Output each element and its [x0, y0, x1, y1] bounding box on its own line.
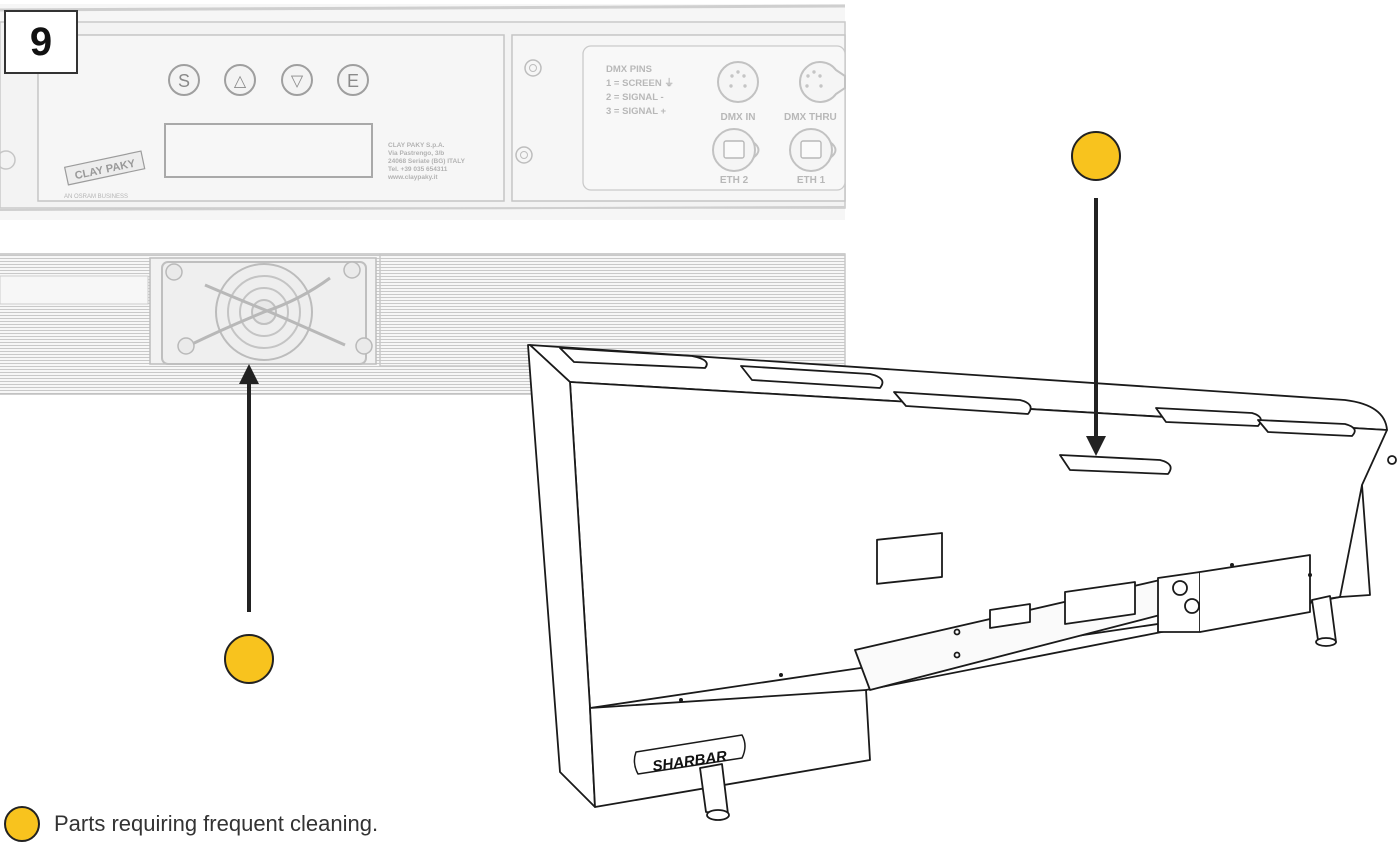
svg-text:www.claypaky.it: www.claypaky.it [387, 174, 438, 181]
svg-text:DMX IN: DMX IN [721, 112, 756, 123]
control-panel-detail: S △ ▽ E CLAY PAKY AN OSRAM BUSINESS CLAY… [0, 4, 846, 220]
panel-button-s[interactable]: S [168, 64, 200, 96]
cooling-fan [149, 257, 377, 365]
eth2-connector[interactable]: ETH 2 [712, 128, 760, 186]
panel-button-down[interactable]: ▽ [281, 64, 313, 96]
svg-text:E: E [347, 71, 359, 91]
svg-text:Via Pastrengo, 3/b: Via Pastrengo, 3/b [388, 150, 444, 157]
dmx-pins-legend: DMX PINS 1 = SCREEN ⏚ 2 = SIGNAL - 3 = S… [606, 64, 674, 117]
sharbar-fixture [527, 344, 1397, 821]
svg-text:DMX THRU: DMX THRU [784, 112, 837, 123]
screw-icon [524, 59, 542, 77]
panel-button-up[interactable]: △ [224, 64, 256, 96]
screw-icon [515, 146, 533, 164]
eth1-connector[interactable]: ETH 1 [789, 128, 837, 186]
arrow-down-icon [1086, 436, 1106, 456]
legend: Parts requiring frequent cleaning. [0, 804, 378, 844]
callout-lens [1071, 131, 1121, 456]
svg-text:ETH 1: ETH 1 [797, 175, 826, 186]
svg-text:2 = SIGNAL -: 2 = SIGNAL - [606, 92, 664, 103]
dmx-in-connector[interactable]: DMX IN [717, 61, 759, 123]
arrow-up-icon [239, 364, 259, 384]
svg-text:24068 Seriate (BG) ITALY: 24068 Seriate (BG) ITALY [388, 158, 466, 165]
legend-text: Parts requiring frequent cleaning. [54, 811, 379, 836]
svg-text:DMX PINS: DMX PINS [606, 64, 652, 75]
dmx-thru-connector[interactable]: DMX THRU [784, 61, 846, 123]
svg-text:Tel. +39 035 654311: Tel. +39 035 654311 [388, 166, 448, 173]
cleaning-marker-icon [1071, 131, 1121, 181]
brand-subtext: AN OSRAM BUSINESS [64, 194, 128, 200]
manufacturer-address: CLAY PAKY S.p.A. Via Pastrengo, 3/b 2406… [387, 142, 466, 181]
svg-text:▽: ▽ [291, 71, 304, 90]
svg-text:S: S [178, 71, 190, 91]
svg-text:CLAY PAKY S.p.A.: CLAY PAKY S.p.A. [388, 142, 445, 149]
svg-text:△: △ [234, 71, 247, 90]
panel-button-e[interactable]: E [337, 64, 369, 96]
legend-marker-icon [4, 806, 40, 842]
svg-text:ETH 2: ETH 2 [720, 175, 749, 186]
cleaning-marker-icon [224, 634, 274, 684]
figure-number: 9 [4, 10, 78, 74]
callout-fan [224, 364, 274, 684]
svg-text:3 = SIGNAL +: 3 = SIGNAL + [606, 106, 666, 117]
panel-display [164, 123, 373, 178]
svg-text:1 = SCREEN ⏚: 1 = SCREEN ⏚ [606, 78, 674, 89]
product-label [633, 734, 746, 775]
